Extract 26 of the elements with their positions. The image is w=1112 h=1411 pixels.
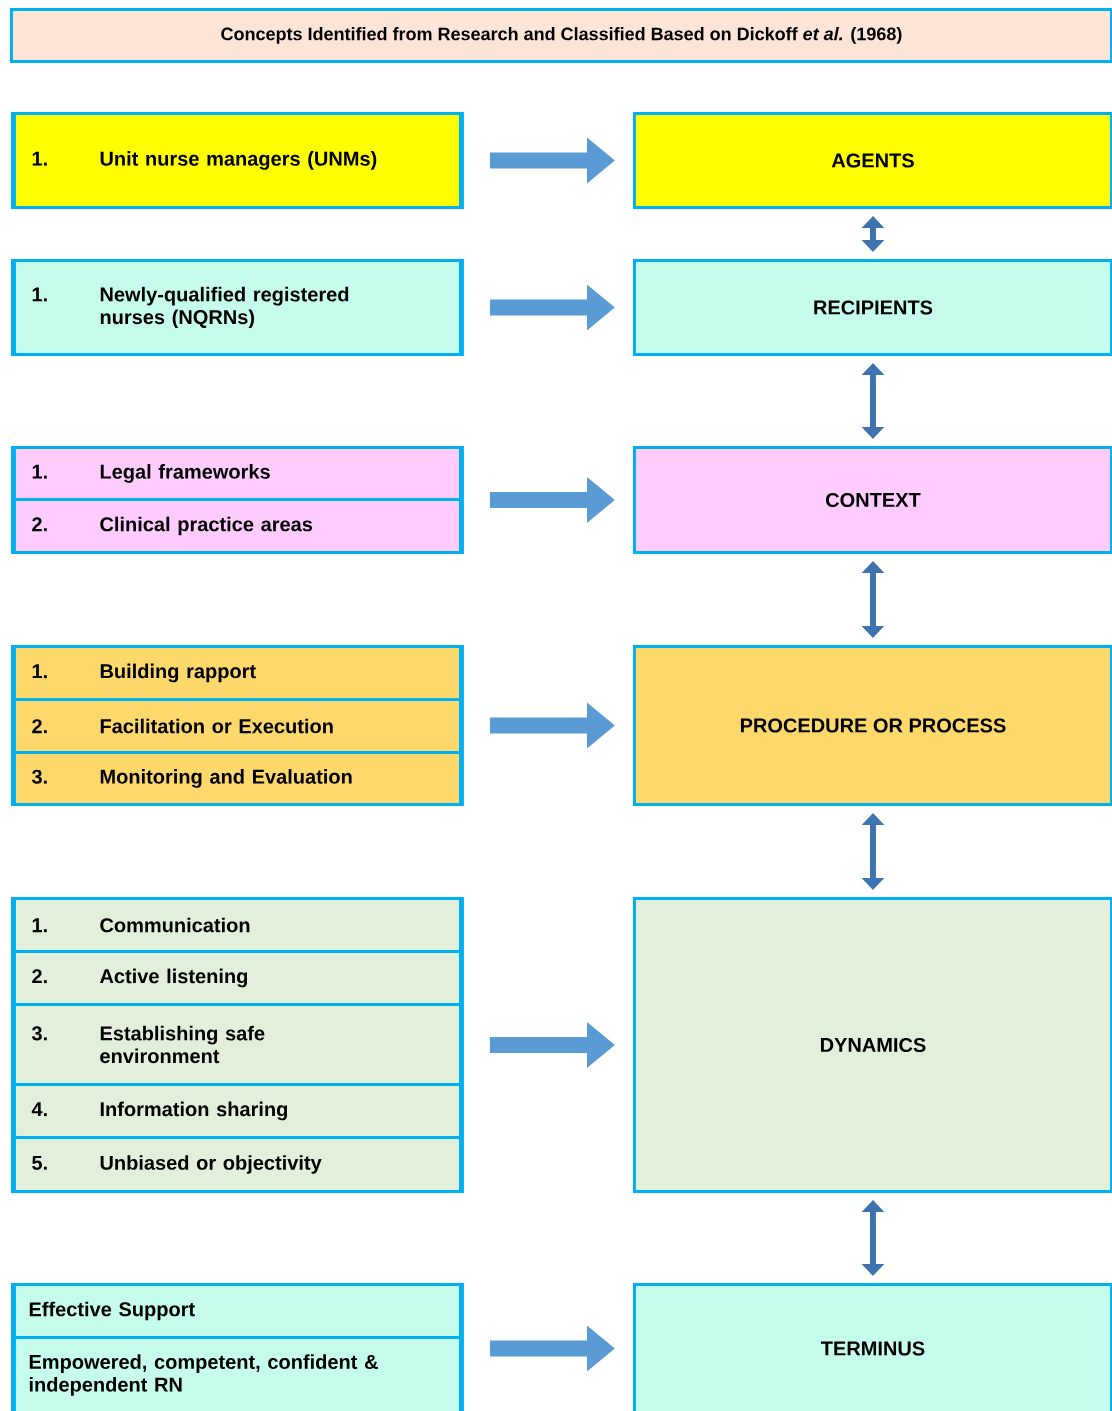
- double-arrow: [861, 561, 885, 638]
- concept-box: DYNAMICS: [633, 897, 1112, 1193]
- list-item: 3. Establishing safe environment: [13, 1003, 462, 1086]
- list-item: 4. Information sharing: [13, 1083, 462, 1139]
- list-item: 2. Facilitation or Execution: [13, 698, 462, 754]
- list-item: 1. Newly-qualified registered nurses (NQRNs): [13, 259, 462, 356]
- double-arrow: [861, 813, 885, 890]
- title-banner: Concepts Identified from Research and Classified Based on Dickoff et al. (1968): [10, 8, 1112, 63]
- list-item: 2. Clinical practice areas: [13, 498, 462, 554]
- double-arrow: [861, 1200, 885, 1276]
- double-arrow: [861, 363, 885, 439]
- list-item: 1. Legal frameworks: [13, 446, 462, 501]
- concept-box: CONTEXT: [633, 446, 1112, 554]
- concept-box: AGENTS: [633, 112, 1112, 209]
- list-item: 1. Building rapport: [13, 645, 462, 701]
- list-item: 3. Monitoring and Evaluation: [13, 751, 462, 806]
- list-item: 1. Unit nurse managers (UNMs): [13, 112, 462, 209]
- concept-box: TERMINUS: [633, 1283, 1112, 1411]
- concept-box: PROCEDURE OR PROCESS: [633, 645, 1112, 806]
- list-item: Empowered, competent, confident & independent RN: [13, 1336, 462, 1411]
- concept-box: RECIPIENTS: [633, 259, 1112, 356]
- double-arrow: [861, 216, 885, 252]
- list-item: Effective Support: [13, 1283, 462, 1339]
- list-item: 2. Active listening: [13, 950, 462, 1006]
- list-item: 1. Communication: [13, 897, 462, 953]
- list-item: 5. Unbiased or objectivity: [13, 1136, 462, 1193]
